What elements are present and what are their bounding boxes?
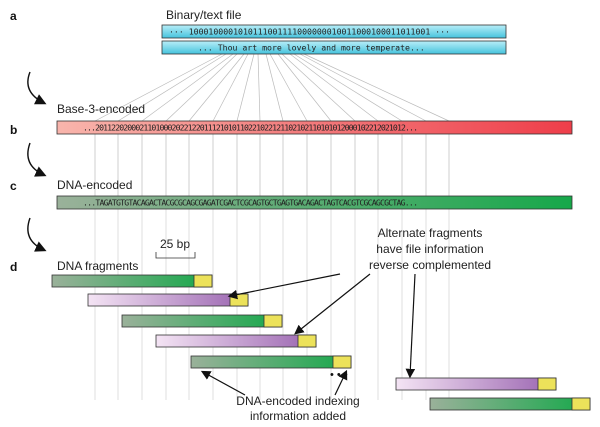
mapping-line <box>265 53 284 122</box>
mapping-line <box>165 53 238 122</box>
panel-label-d: d <box>10 260 17 274</box>
arrow-a-to-b-icon <box>27 71 47 105</box>
index-block <box>263 314 283 328</box>
panel-label-a: a <box>10 9 17 23</box>
mapping-line <box>277 53 332 122</box>
fragment <box>51 274 213 288</box>
dna-fragments-title: DNA fragments <box>57 259 138 273</box>
mapping-line <box>257 53 261 122</box>
binary-sequence: ··· 100010000101011100111100000001001100… <box>169 27 450 37</box>
text-bar <box>161 40 507 55</box>
arrow-c-to-d-icon <box>27 217 47 252</box>
index-block <box>537 377 557 391</box>
mapping-line <box>303 53 450 122</box>
scale-bracket <box>155 252 196 259</box>
mapping-line <box>293 53 403 122</box>
dna-bar <box>56 195 573 210</box>
ellipsis: • • • <box>330 369 348 381</box>
fragment-reverse-complemented <box>155 334 317 348</box>
fragment <box>121 314 283 328</box>
alternate-annotation-line2: have file information <box>376 242 483 256</box>
mapping-line <box>141 53 234 122</box>
base3-sequence: ...2011220200021101000202212201112101011… <box>83 123 418 133</box>
arrow-to-index-left-icon <box>200 370 246 396</box>
mapping-line <box>94 53 223 122</box>
dna-sequence: ...TAGATGTGTACAGACTACGCGCAGCGAGATCGACTCG… <box>83 198 418 208</box>
base3-title: Base-3-encoded <box>57 102 145 116</box>
binary-bar <box>161 24 507 39</box>
mapping-line <box>299 53 427 122</box>
index-annotation-line1: DNA-encoded indexing <box>236 394 359 408</box>
mapping-line <box>236 53 255 122</box>
mapping-line <box>269 53 308 122</box>
binary-text-title: Binary/text file <box>166 8 242 22</box>
arrow-to-fragment4-icon <box>294 273 371 335</box>
index-block <box>571 397 591 411</box>
mapping-line <box>212 53 249 122</box>
arrow-to-fragment6-icon <box>405 273 416 379</box>
dna-encoded-title: DNA-encoded <box>57 178 132 192</box>
fragment <box>429 397 591 411</box>
base3-bar <box>56 120 573 135</box>
fragments <box>51 274 591 411</box>
panel-label-b: b <box>10 123 17 137</box>
mapping-line <box>281 53 356 122</box>
fragment-reverse-complemented <box>395 377 557 391</box>
index-block <box>193 274 213 288</box>
fragment-reverse-complemented <box>87 293 249 307</box>
text-content: ... Thou art more lovely and more temper… <box>198 43 425 53</box>
index-block <box>297 334 317 348</box>
mapping-line <box>117 53 227 122</box>
arrow-to-fragment2-icon <box>227 273 341 300</box>
panel-label-c: c <box>10 179 17 193</box>
index-block <box>332 355 352 369</box>
arrow-b-to-c-icon <box>27 142 47 177</box>
fragment <box>190 355 352 369</box>
scale-label: 25 bp <box>160 237 190 251</box>
mapping-line <box>188 53 245 122</box>
alternate-annotation-line3: reverse complemented <box>369 258 491 272</box>
mapping-line <box>289 53 379 122</box>
arrow-to-index-right-icon <box>334 369 348 396</box>
alternate-annotation-line1: Alternate fragments <box>378 226 483 240</box>
index-annotation-line2: information added <box>250 409 346 423</box>
